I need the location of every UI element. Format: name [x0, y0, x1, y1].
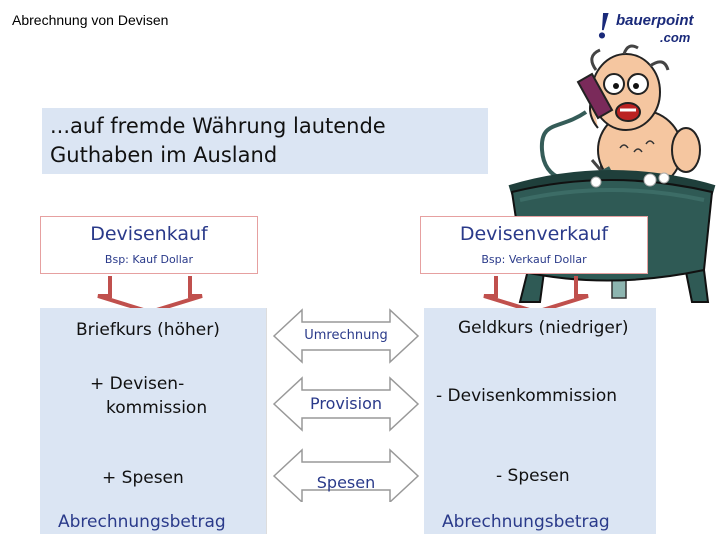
- purchase-total: Abrechnungsbetrag: [58, 512, 226, 532]
- sale-total: Abrechnungsbetrag: [442, 512, 610, 532]
- sale-example: Bsp: Verkauf Dollar: [481, 253, 587, 266]
- purchase-fees: + Spesen: [102, 468, 184, 488]
- purchase-heading: Devisenkauf: [90, 223, 208, 245]
- bauerpoint-logo: ! bauerpoint .com: [596, 6, 706, 50]
- commission-double-arrow-icon: [272, 376, 420, 432]
- sale-fees: - Spesen: [496, 466, 570, 486]
- commission-label: Provision: [309, 394, 382, 413]
- purchase-box: Devisenkauf Bsp: Kauf Dollar: [40, 216, 258, 274]
- conversion-double-arrow-icon: [272, 308, 420, 364]
- conversion-label: Umrechnung: [304, 328, 388, 343]
- logo-exclamation-icon: !: [596, 5, 611, 47]
- sale-calculation-panel: Geldkurs (niedriger) - Devisenkommission…: [424, 308, 656, 534]
- purchase-calculation-panel: Briefkurs (höher) + Devisen- kommission …: [40, 308, 267, 534]
- definition-line-1: ...auf fremde Währung lautende: [50, 114, 386, 138]
- fees-label: Spesen: [316, 473, 376, 492]
- fees-double-arrow-icon: [272, 448, 420, 502]
- definition-line-2: Guthaben im Ausland: [50, 143, 278, 167]
- logo-tld: .com: [660, 30, 691, 45]
- sale-heading: Devisenverkauf: [459, 223, 609, 245]
- purchase-commission-line-1: + Devisen-: [90, 374, 185, 394]
- page-title: Abrechnung von Devisen: [12, 12, 169, 28]
- logo-name: bauerpoint: [616, 12, 694, 29]
- sale-commission: - Devisenkommission: [436, 386, 618, 406]
- purchase-rate: Briefkurs (höher): [76, 320, 220, 340]
- sale-rate: Geldkurs (niedriger): [458, 318, 629, 338]
- definition-text: ...auf fremde Währung lautende Guthaben …: [50, 112, 386, 170]
- sale-box: Devisenverkauf Bsp: Verkauf Dollar: [420, 216, 648, 274]
- purchase-commission-line-2: kommission: [106, 398, 208, 418]
- definition-banner: ...auf fremde Währung lautende Guthaben …: [42, 108, 488, 174]
- purchase-example: Bsp: Kauf Dollar: [104, 253, 194, 266]
- double-arrows: [272, 308, 420, 502]
